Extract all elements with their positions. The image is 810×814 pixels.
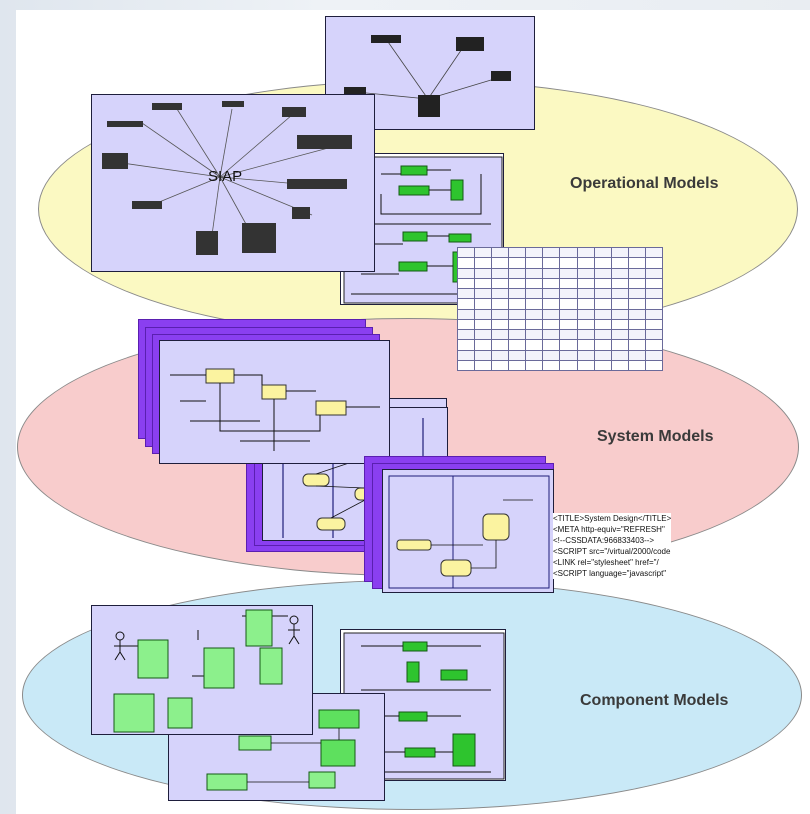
operational-models-label: Operational Models: [570, 175, 719, 192]
uml-class-diagram: [113, 609, 300, 733]
sv-system-interface-slide: [159, 340, 390, 464]
html-line-2: <META http-equiv="REFRESH": [553, 525, 665, 534]
system-models-label: System Models: [597, 428, 714, 445]
html-code-snippet: <TITLE>System Design</TITLE> <META http-…: [553, 513, 671, 579]
state-transition-diagram: [388, 475, 550, 589]
html-line-6: <SCRIPT language="javascript": [553, 569, 667, 578]
html-line-4: <SCRIPT src="/virtual/2000/code: [553, 547, 671, 556]
component-models-label: Component Models: [580, 692, 729, 709]
sv-state-transition-slide: [382, 469, 554, 593]
siap-label: SIAP: [208, 168, 243, 185]
html-line-5: <LINK rel="stylesheet" href="/: [553, 558, 659, 567]
cv-class-diagram-slide: [91, 605, 313, 735]
siap-concept-graphic: [102, 101, 352, 255]
component-interface-diagram: [206, 709, 360, 791]
html-line-1: <TITLE>System Design</TITLE>: [553, 514, 672, 523]
system-interface-diagram: [170, 368, 380, 451]
requirements-matrix-table: [456, 246, 664, 372]
ov-high-level-concept-slide: SIAP: [91, 94, 375, 272]
connectivity-graph: [344, 35, 511, 117]
html-line-3: <!--CSSDATA:966833403-->: [553, 536, 655, 545]
